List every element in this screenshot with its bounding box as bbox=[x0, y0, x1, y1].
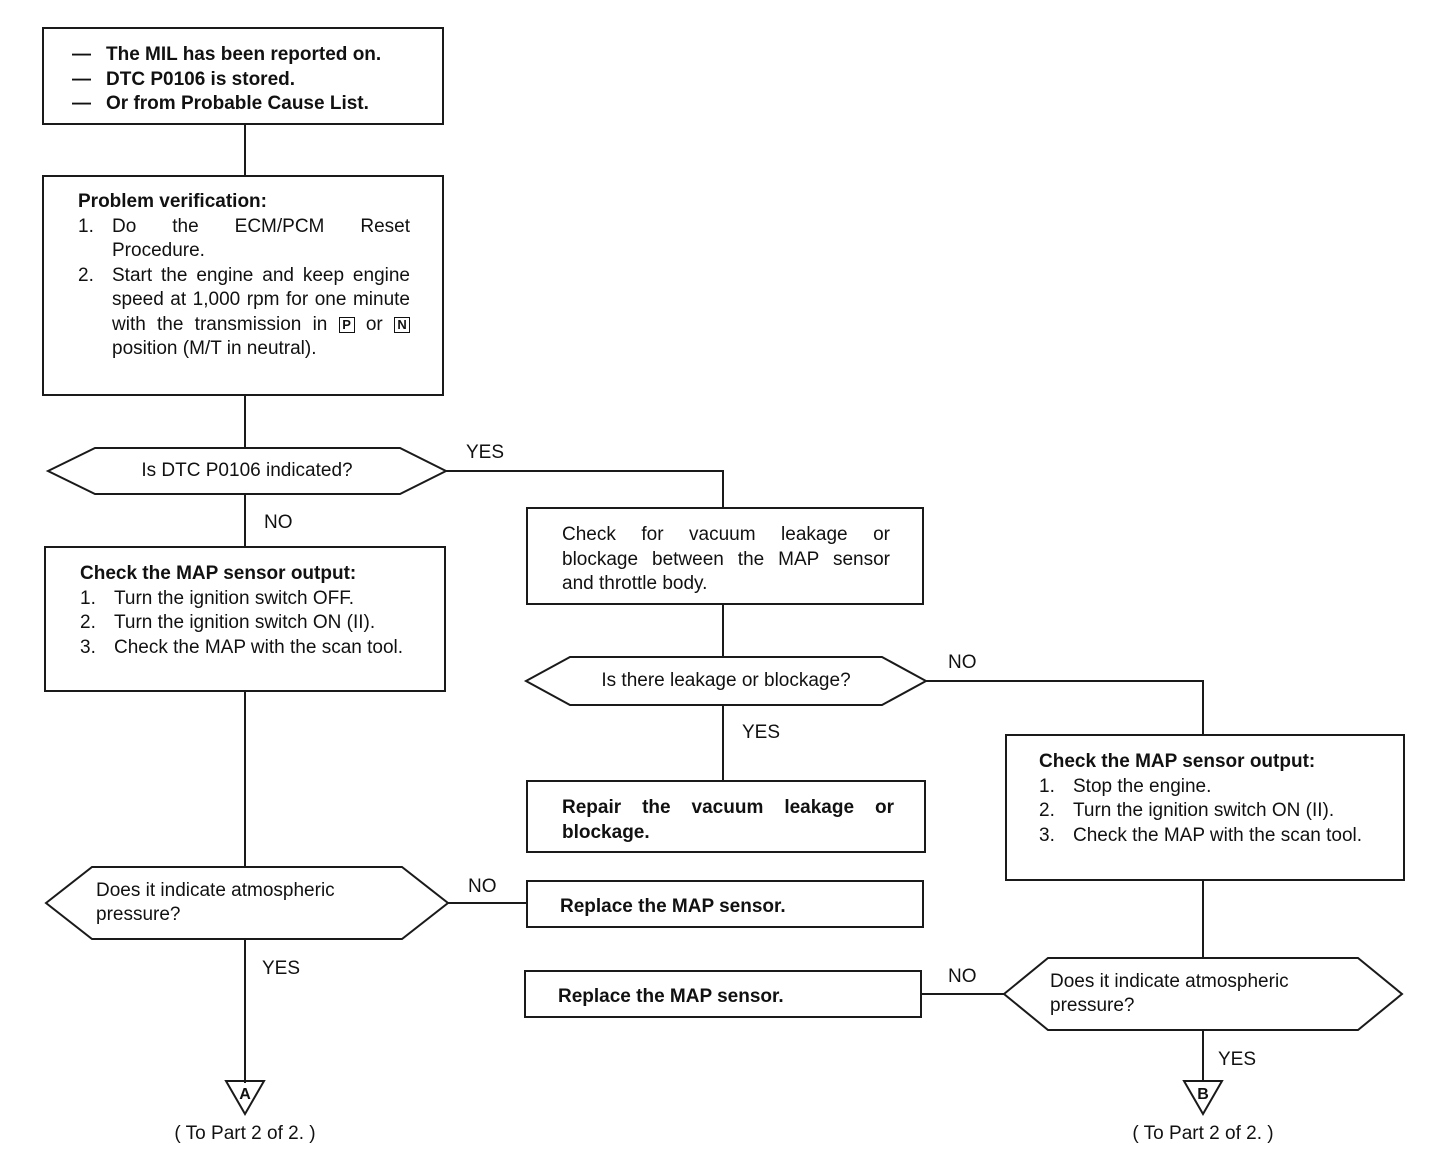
connector-b-icon bbox=[1182, 1080, 1224, 1117]
connector-b-caption: ( To Part 2 of 2. ) bbox=[1132, 1123, 1274, 1144]
decision4: Does it indicate atmospheric pressure? bbox=[1050, 958, 1350, 1030]
vacuum-check-text: Check for vacuum leakage or blockage bet… bbox=[562, 524, 890, 594]
connector-a-caption: ( To Part 2 of 2. ) bbox=[174, 1123, 316, 1144]
repair-box: Repair the vacuum leakage or blockage. bbox=[526, 780, 926, 853]
start-line: —Or from Probable Cause List. bbox=[72, 93, 369, 114]
decision1-yes-label: YES bbox=[466, 442, 505, 463]
start-line: —The MIL has been reported on. bbox=[72, 44, 382, 65]
replace-map-text-1: Replace the MAP sensor. bbox=[560, 896, 786, 917]
verification-box: Problem verification: 1. Do the ECM/PCM … bbox=[42, 175, 444, 396]
decision3-yes-label: YES bbox=[742, 722, 781, 743]
list-item: 1. Do the ECM/PCM Reset Procedure. bbox=[78, 215, 410, 262]
decision3-no-label: NO bbox=[948, 652, 977, 673]
list-item: 2. Start the engine and keep engine spee… bbox=[78, 264, 411, 359]
check-map-steps-2: 1.Stop the engine. 2.Turn the ignition s… bbox=[1039, 775, 1371, 849]
decision4-yes-label: YES bbox=[1218, 1049, 1257, 1070]
list-item: 3.Check the MAP with the scan tool. bbox=[1039, 824, 1363, 846]
connector-a-icon bbox=[224, 1080, 266, 1117]
check-map-title-1: Check the MAP sensor output: bbox=[80, 563, 357, 584]
list-item: 2.Turn the ignition switch ON (II). bbox=[80, 612, 376, 633]
decision2-no-label: NO bbox=[468, 876, 497, 897]
verification-title: Problem verification: bbox=[78, 191, 267, 212]
decision1-text: Is DTC P0106 indicated? bbox=[141, 459, 353, 481]
verification-steps: 1. Do the ECM/PCM Reset Procedure. 2. St… bbox=[78, 215, 411, 362]
connector-line bbox=[926, 680, 1204, 734]
decision1-no-label: NO bbox=[264, 512, 293, 533]
n-position-key: N bbox=[394, 316, 411, 333]
connector-b-letter: B bbox=[1197, 1086, 1209, 1103]
connector-a-letter: A bbox=[239, 1086, 251, 1103]
p-position-key: P bbox=[338, 316, 355, 333]
vacuum-check-box: Check for vacuum leakage or blockage bet… bbox=[526, 507, 924, 605]
list-item: 2.Turn the ignition switch ON (II). bbox=[1039, 800, 1335, 821]
decision1-shape bbox=[45, 447, 449, 495]
repair-text: Repair the vacuum leakage or blockage. bbox=[562, 797, 894, 843]
decision4-shape bbox=[1002, 957, 1404, 1031]
check-map-box-1: Check the MAP sensor output: 1.Turn the … bbox=[44, 546, 446, 692]
list-item: 3.Check the MAP with the scan tool. bbox=[80, 636, 404, 658]
decision2-shape bbox=[44, 866, 450, 940]
decision4-text: Does it indicate atmospheric pressure? bbox=[1050, 970, 1289, 1017]
check-map-title-2: Check the MAP sensor output: bbox=[1039, 751, 1316, 772]
connector-line bbox=[446, 470, 724, 507]
check-map-steps-1: 1.Turn the ignition switch OFF. 2.Turn t… bbox=[80, 587, 410, 661]
decision2-text: Does it indicate atmospheric pressure? bbox=[96, 879, 335, 926]
start-box: —The MIL has been reported on. —DTC P010… bbox=[42, 27, 444, 125]
list-item: 1.Stop the engine. bbox=[1039, 775, 1212, 797]
start-line: —DTC P0106 is stored. bbox=[72, 68, 296, 90]
decision3-shape bbox=[523, 656, 929, 706]
replace-map-box-2: Replace the MAP sensor. bbox=[524, 970, 922, 1018]
decision3: Is there leakage or blockage? bbox=[526, 657, 926, 705]
replace-map-box-1: Replace the MAP sensor. bbox=[526, 880, 924, 928]
decision4-no-label: NO bbox=[948, 966, 977, 987]
decision3-text: Is there leakage or blockage? bbox=[601, 669, 851, 691]
decision2-yes-label: YES bbox=[262, 958, 301, 979]
replace-map-text-2: Replace the MAP sensor. bbox=[558, 986, 784, 1007]
list-item: 1.Turn the ignition switch OFF. bbox=[80, 587, 355, 609]
decision1: Is DTC P0106 indicated? bbox=[48, 448, 446, 494]
check-map-box-2: Check the MAP sensor output: 1.Stop the … bbox=[1005, 734, 1405, 881]
decision2: Does it indicate atmospheric pressure? bbox=[96, 867, 396, 939]
